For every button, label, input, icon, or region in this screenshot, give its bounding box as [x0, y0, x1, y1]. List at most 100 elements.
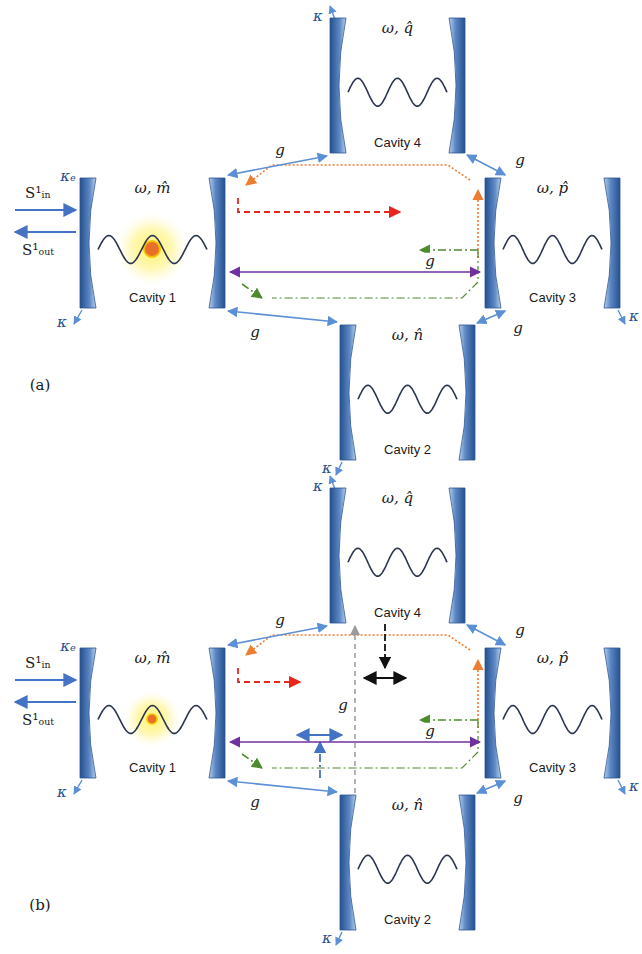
glow — [124, 691, 180, 747]
mode-label: ω, n̂ — [392, 327, 423, 344]
coupling-label: g — [423, 253, 437, 270]
cavity: ω, q̂Cavity 4 — [330, 488, 465, 623]
cavity: ω, q̂ Cavity 4 — [330, 18, 465, 153]
coupling-arrow — [228, 156, 327, 175]
standing-wave — [348, 548, 447, 576]
mirror — [485, 178, 501, 308]
decay-arrow — [336, 462, 342, 475]
coupling-arrow — [467, 625, 505, 645]
coupling-label: g — [513, 622, 527, 639]
path-arrow — [238, 198, 400, 212]
port-label: S¹ₒᵤₜ — [22, 242, 54, 259]
standing-wave — [358, 385, 457, 413]
coupling-arrow — [467, 155, 505, 175]
mode-label: ω, n̂ — [392, 797, 423, 814]
cavity: ω, m̂Cavity 1 — [80, 178, 225, 308]
path-arrow — [238, 668, 300, 682]
coupling-label: g — [273, 142, 287, 159]
decay-rate: κ — [57, 314, 67, 331]
panel-label: (a) — [30, 377, 51, 394]
coupling-arrow — [477, 781, 505, 793]
coupling-label: g — [248, 324, 262, 341]
path-arrow — [246, 165, 470, 185]
cavity-name: Cavity 3 — [529, 291, 576, 306]
panel-a-figures — [15, 6, 625, 475]
cavity-mirrors — [485, 648, 620, 778]
input-arrow — [15, 209, 76, 211]
mode-label: ω, p̂ — [537, 180, 568, 197]
decay-arrow — [74, 310, 82, 324]
coupling-label: g — [511, 320, 525, 337]
decay-arrow — [618, 310, 625, 324]
mirror — [340, 795, 356, 930]
path-line — [272, 250, 478, 298]
decay-rate: κ — [629, 308, 639, 325]
cavity-mirrors — [80, 178, 225, 308]
cavity-name: Cavity 4 — [374, 606, 421, 621]
standing-wave — [98, 706, 207, 734]
cavity-name: Cavity 1 — [129, 291, 176, 306]
path-arrow — [246, 635, 470, 655]
decay-arrow — [618, 780, 625, 794]
path-arrow — [420, 719, 478, 721]
cavity: ω, p̂Cavity 3 — [485, 648, 620, 778]
mirror — [449, 488, 465, 623]
coupling-arrow — [354, 626, 356, 793]
glow — [116, 213, 188, 285]
standing-wave — [348, 78, 447, 106]
path-arrow — [242, 284, 262, 298]
path-arrow — [384, 624, 386, 668]
path-arrow — [319, 742, 321, 778]
cavity: ω, n̂Cavity 2 — [340, 325, 475, 460]
coupling-label: g — [336, 697, 350, 714]
cavity-name: Cavity 4 — [374, 136, 421, 151]
mirror — [485, 648, 501, 778]
mirror — [459, 795, 475, 930]
output-arrow — [15, 231, 76, 233]
mirror — [604, 178, 620, 308]
output-arrow — [15, 701, 76, 703]
mirror — [449, 18, 465, 153]
path-line — [272, 720, 478, 768]
coupling-arrow — [230, 271, 480, 273]
decay-arrow — [336, 932, 342, 945]
decay-rate: κ — [629, 778, 639, 795]
decay-rate: κₑ — [60, 638, 76, 655]
cavity-mirrors — [80, 648, 225, 778]
coupling-label: g — [511, 790, 525, 807]
cavity-mirrors — [330, 18, 465, 153]
mirror — [80, 178, 96, 308]
emitter-dot — [144, 241, 160, 257]
exchange-arrow — [297, 734, 342, 736]
coupling-label: g — [273, 612, 287, 629]
cavity: ω, n̂Cavity 2 — [340, 795, 475, 930]
exchange-arrow — [364, 677, 406, 679]
cavity-mirrors — [330, 488, 465, 623]
cavity-name: Cavity 3 — [529, 761, 576, 776]
coupling-arrow — [228, 626, 327, 645]
cavity-mirrors — [485, 178, 620, 308]
mirror — [604, 648, 620, 778]
cavity: ω, p̂ Cavity 3 — [485, 178, 620, 308]
mode-label: ω, q̂ — [382, 20, 413, 37]
coupling-label: g — [423, 723, 437, 740]
decay-rate: κ — [322, 930, 332, 947]
cavity-name: Cavity 1 — [129, 761, 176, 776]
decay-rate: κ — [313, 478, 323, 495]
path-arrow — [420, 249, 478, 251]
decay-rate: κ — [313, 8, 323, 25]
mode-label: ω, m̂ — [135, 650, 171, 667]
mirror — [80, 648, 96, 778]
panel-b-figures — [15, 476, 625, 945]
path-arrow — [477, 660, 479, 728]
standing-wave — [503, 706, 602, 734]
port-label: S¹ₒᵤₜ — [22, 712, 54, 729]
coupling-arrow — [477, 311, 505, 323]
mirror — [330, 488, 346, 623]
port-label: S¹ᵢₙ — [25, 185, 51, 202]
decay-rate: κ — [322, 460, 332, 477]
path-arrow — [477, 190, 479, 258]
standing-wave — [503, 236, 602, 264]
